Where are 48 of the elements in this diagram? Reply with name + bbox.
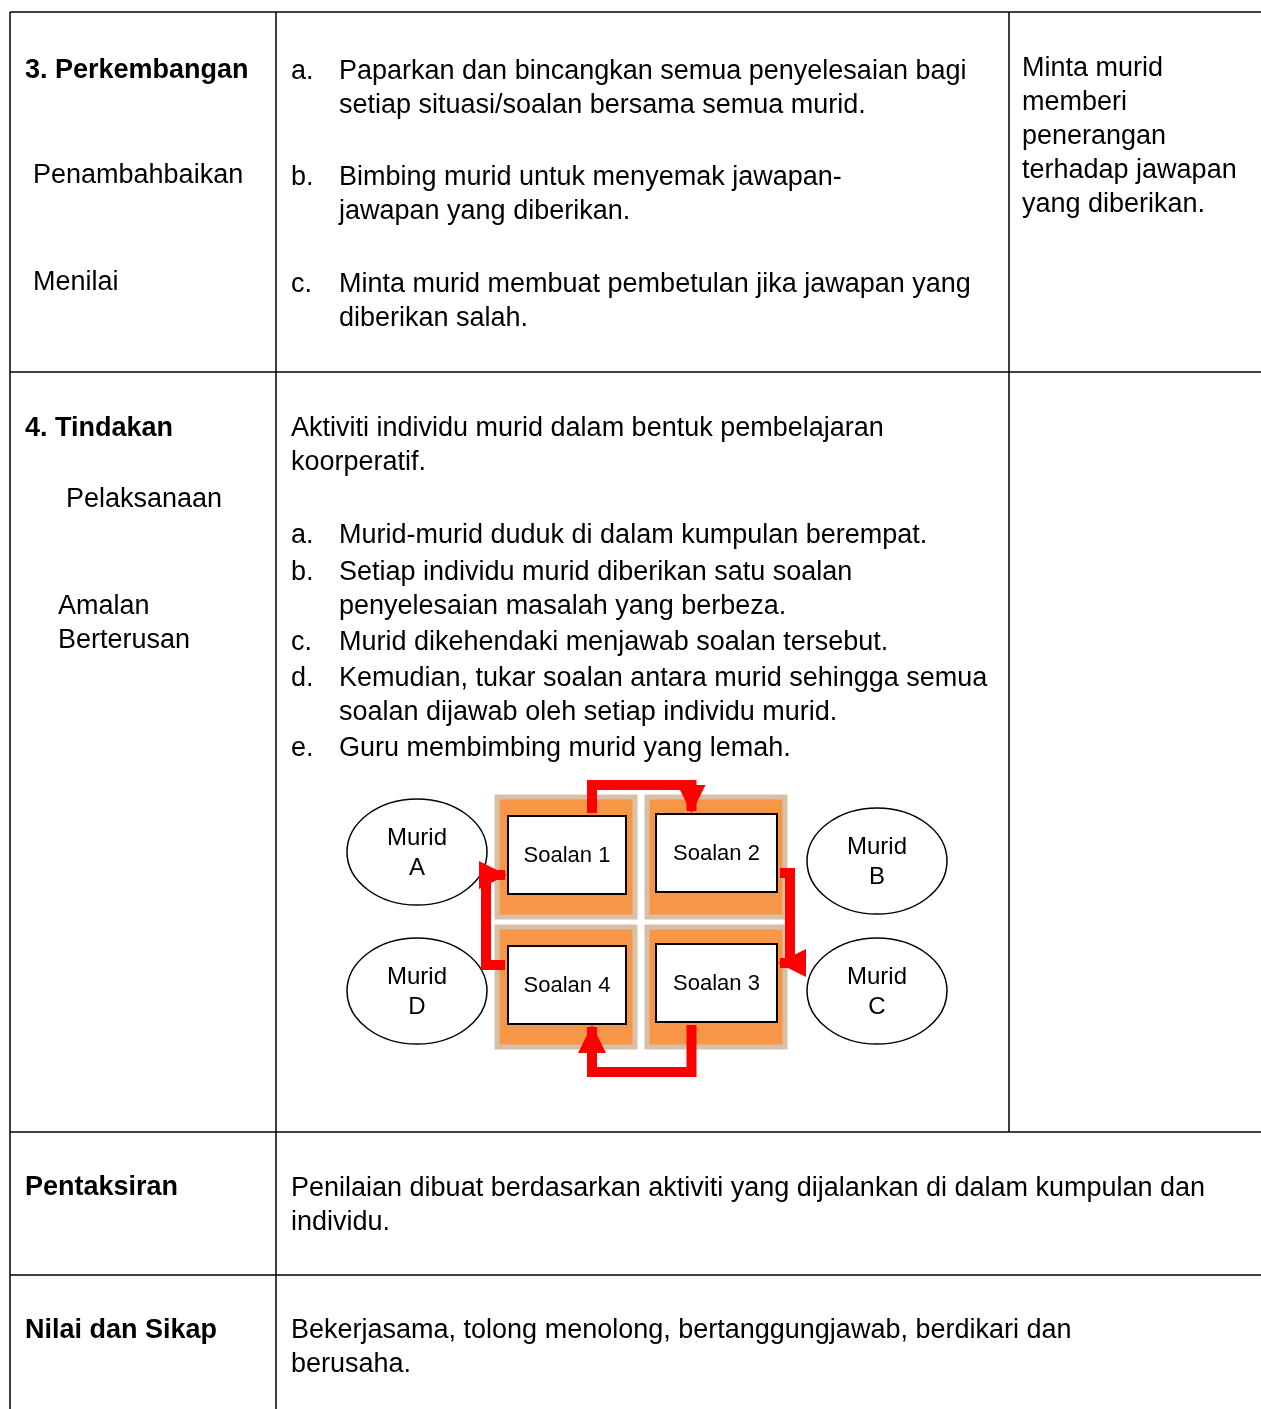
question-label: Soalan 4 xyxy=(522,972,612,998)
list-marker: a. xyxy=(291,518,315,551)
student-ellipse xyxy=(806,807,948,915)
row-heading: 3. Perkembangan xyxy=(25,53,250,86)
step-label: Menilai xyxy=(33,265,120,298)
values-text: Bekerjasama, tolong menolong, bertanggungjawab, berdikari dan berusaha. xyxy=(291,1313,1073,1380)
question-card xyxy=(507,815,627,895)
step-label: Amalan Berterusan xyxy=(58,589,192,656)
arrow xyxy=(578,1025,697,1077)
list-marker: a. xyxy=(291,54,315,87)
list-item: Murid-murid duduk di dalam kumpulan berempat. xyxy=(339,518,929,551)
question-label: Soalan 1 xyxy=(522,842,612,868)
intro-text: Aktiviti individu murid dalam bentuk pembelajaran koorperatif. xyxy=(291,411,885,478)
list-marker: c. xyxy=(291,625,313,658)
step-label: Pelaksanaan xyxy=(66,482,224,515)
list-marker: d. xyxy=(291,661,315,694)
student-name: Murid A xyxy=(387,822,447,882)
list-marker: e. xyxy=(291,731,315,764)
arrow xyxy=(778,868,806,977)
list-item: Setiap individu murid diberikan satu soalan penyelesaian masalah yang berbeza. xyxy=(339,555,854,622)
list-item: Kemudian, tukar soalan antara murid sehingga semua soalan dijawab oleh setiap individu murid. xyxy=(339,661,989,728)
student-ellipse xyxy=(346,937,488,1045)
question-label: Soalan 2 xyxy=(672,840,761,866)
step-label: Penambahbaikan xyxy=(33,158,245,191)
list-item: Guru membimbing murid yang lemah. xyxy=(339,731,792,764)
student-name: Murid B xyxy=(847,831,907,891)
student-ellipse xyxy=(806,937,948,1045)
list-item: Minta murid membuat pembetulan jika jawapan yang diberikan salah. xyxy=(339,267,972,334)
question-card xyxy=(655,943,778,1023)
arrow xyxy=(479,861,507,970)
row-heading: Nilai dan Sikap xyxy=(25,1313,219,1346)
student-ellipse xyxy=(346,798,488,906)
student-name: Murid C xyxy=(847,961,907,1021)
question-label: Soalan 3 xyxy=(672,970,761,996)
list-marker: b. xyxy=(291,555,315,588)
question-card xyxy=(507,945,627,1025)
row-heading: 4. Tindakan xyxy=(25,411,175,444)
list-item: Bimbing murid untuk menyemak jawapan-jawapan yang diberikan. xyxy=(339,160,843,227)
list-marker: c. xyxy=(291,267,313,300)
list-item: Murid dikehendaki menjawab soalan tersebut. xyxy=(339,625,890,658)
list-marker: b. xyxy=(291,160,315,193)
note-text: Minta murid memberi penerangan terhadap jawapan yang diberikan. xyxy=(1022,51,1238,220)
arrow xyxy=(587,780,706,813)
question-card xyxy=(655,813,778,893)
list-item: Paparkan dan bincangkan semua penyelesaian bagi setiap situasi/soalan bersama semua murid. xyxy=(339,54,968,121)
assessment-text: Penilaian dibuat berdasarkan aktiviti yang dijalankan di dalam kumpulan dan individu. xyxy=(291,1171,1207,1238)
student-name: Murid D xyxy=(387,961,447,1021)
row-heading: Pentaksiran xyxy=(25,1170,180,1203)
